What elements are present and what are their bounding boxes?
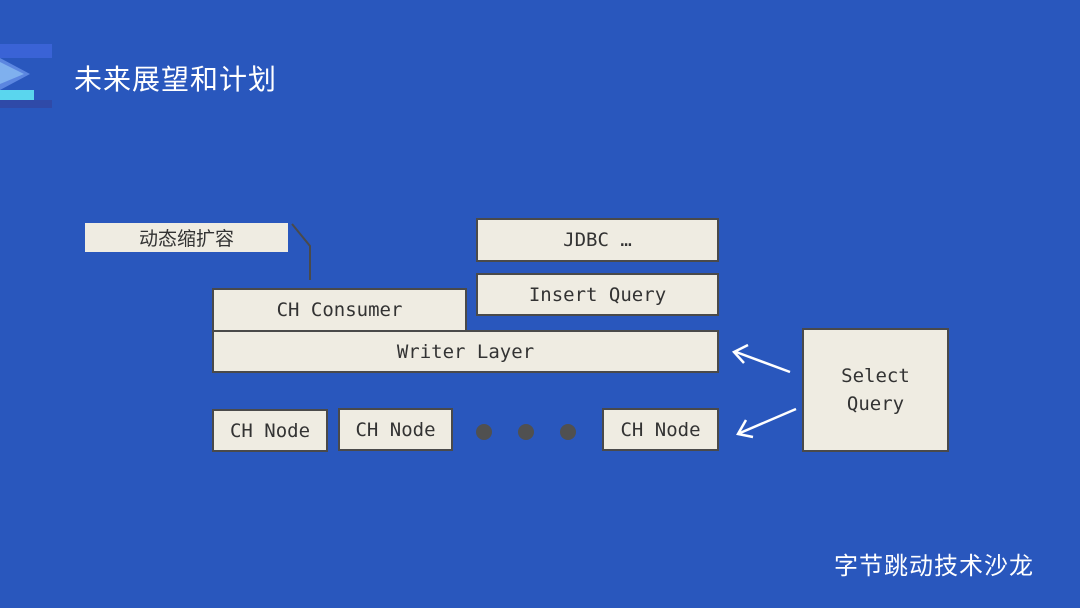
footer-brand: 字节跳动技术沙龙 xyxy=(834,552,1034,580)
ellipsis-dot-3 xyxy=(560,424,576,440)
ellipsis-dot-1 xyxy=(476,424,492,440)
jdbc-box: JDBC … xyxy=(476,218,719,262)
scaling-connector xyxy=(291,223,311,280)
select-query-box: Select Query xyxy=(802,328,949,452)
ch-node-1: CH Node xyxy=(212,409,328,452)
ch-node-3: CH Node xyxy=(602,408,719,451)
ch-consumer-box: CH Consumer xyxy=(212,288,467,332)
arrow-to-writer-layer xyxy=(731,343,791,374)
ellipsis-dot-2 xyxy=(518,424,534,440)
logo-icon xyxy=(0,44,52,108)
scaling-label: 动态缩扩容 xyxy=(85,223,288,252)
insert-query-box: Insert Query xyxy=(476,273,719,316)
slide-title: 未来展望和计划 xyxy=(74,63,278,96)
writer-layer-box: Writer Layer xyxy=(212,330,719,373)
arrow-to-ch-node xyxy=(736,407,797,439)
ch-node-2: CH Node xyxy=(338,408,453,451)
